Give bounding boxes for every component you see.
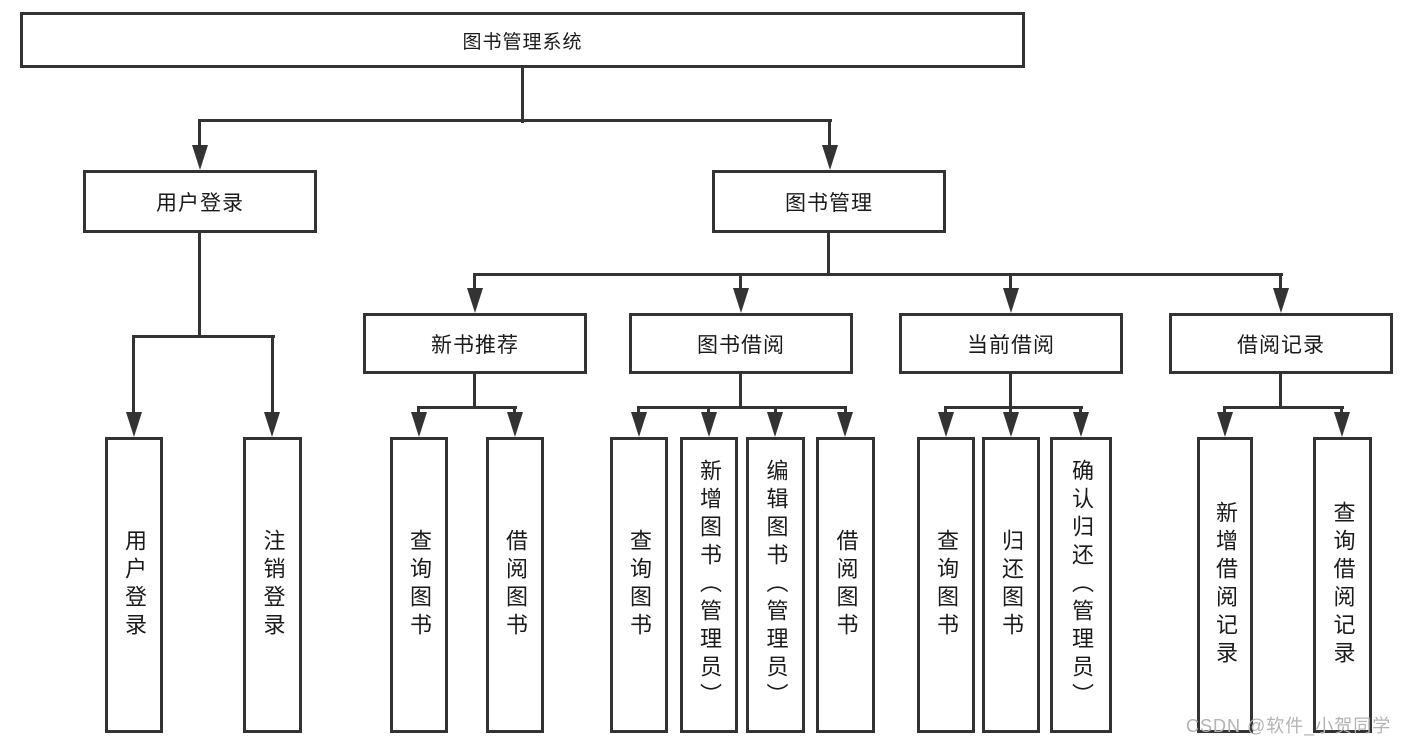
leaf-add-borrow-record: 新增借阅记录 bbox=[1197, 437, 1253, 733]
node-library-management-system: 图书管理系统 bbox=[20, 12, 1025, 68]
connector-line bbox=[132, 335, 135, 414]
leaf-borrow-books: 借阅图书 bbox=[486, 437, 544, 733]
connector-line bbox=[521, 68, 524, 123]
node-label: 借阅图书 bbox=[833, 529, 859, 641]
node-book-management: 图书管理 bbox=[712, 170, 946, 233]
connector-line bbox=[513, 406, 516, 414]
arrow-down-icon bbox=[467, 288, 483, 313]
node-label: 归还图书 bbox=[999, 529, 1024, 641]
arrow-down-icon bbox=[631, 412, 647, 437]
connector-line bbox=[417, 406, 517, 409]
arrow-down-icon bbox=[701, 412, 717, 437]
node-borrowing-records: 借阅记录 bbox=[1169, 313, 1393, 374]
connector-line bbox=[1223, 406, 1226, 414]
node-book-borrowing: 图书借阅 bbox=[629, 313, 853, 374]
leaf-confirm-return-admin: 确认归还（管理员） bbox=[1050, 437, 1112, 733]
connector-line bbox=[844, 406, 847, 414]
leaf-user-login: 用户登录 bbox=[105, 437, 163, 733]
node-label: 查询图书 bbox=[934, 529, 959, 641]
connector-line bbox=[473, 273, 1283, 276]
node-label: 图书借阅 bbox=[697, 333, 785, 357]
arrow-down-icon bbox=[1273, 288, 1289, 313]
node-label: 确认归还（管理员） bbox=[1069, 459, 1094, 711]
leaf-query-borrow-record: 查询借阅记录 bbox=[1313, 437, 1372, 733]
arrow-down-icon bbox=[1334, 412, 1350, 437]
connector-line bbox=[132, 335, 275, 338]
node-current-borrowing: 当前借阅 bbox=[899, 313, 1123, 374]
leaf-query-books: 查询图书 bbox=[917, 437, 975, 733]
arrow-down-icon bbox=[264, 412, 280, 437]
connector-line bbox=[828, 119, 831, 147]
connector-line bbox=[1079, 406, 1082, 414]
connector-line bbox=[1009, 374, 1012, 408]
leaf-query-books: 查询图书 bbox=[610, 437, 668, 733]
connector-line bbox=[198, 119, 201, 147]
connector-line bbox=[271, 335, 274, 414]
connector-line bbox=[198, 119, 832, 122]
node-label: 编辑图书（管理员） bbox=[763, 459, 789, 711]
arrow-down-icon bbox=[938, 412, 954, 437]
node-new-book-recommendation: 新书推荐 bbox=[363, 313, 587, 374]
connector-line bbox=[707, 406, 710, 414]
connector-line bbox=[637, 406, 847, 409]
node-label: 图书管理 bbox=[785, 191, 873, 215]
node-label: 查询图书 bbox=[407, 529, 432, 641]
leaf-borrow-books: 借阅图书 bbox=[816, 437, 875, 733]
connector-line bbox=[944, 406, 947, 414]
connector-line bbox=[739, 273, 742, 290]
connector-line bbox=[1279, 273, 1282, 290]
leaf-edit-books-admin: 编辑图书（管理员） bbox=[746, 437, 805, 733]
arrow-down-icon bbox=[507, 412, 523, 437]
arrow-down-icon bbox=[411, 412, 427, 437]
node-label: 新增图书（管理员） bbox=[697, 459, 722, 711]
connector-line bbox=[1009, 406, 1012, 414]
node-label: 新增借阅记录 bbox=[1213, 501, 1238, 669]
node-label: 用户登录 bbox=[156, 191, 244, 215]
leaf-add-books-admin: 新增图书（管理员） bbox=[680, 437, 738, 733]
connector-line bbox=[417, 406, 420, 414]
connector-line bbox=[473, 374, 476, 408]
arrow-down-icon bbox=[126, 412, 142, 437]
connector-line bbox=[944, 406, 1083, 409]
arrow-down-icon bbox=[822, 145, 838, 170]
arrow-down-icon bbox=[1003, 288, 1019, 313]
connector-line bbox=[637, 406, 640, 414]
arrow-down-icon bbox=[767, 412, 783, 437]
connector-line bbox=[198, 233, 201, 337]
node-label: 借阅记录 bbox=[1237, 333, 1325, 357]
connector-line bbox=[1009, 273, 1012, 290]
arrow-down-icon bbox=[1217, 412, 1233, 437]
node-label: 当前借阅 bbox=[967, 333, 1055, 357]
arrow-down-icon bbox=[733, 288, 749, 313]
node-label: 查询借阅记录 bbox=[1330, 501, 1356, 669]
node-label: 新书推荐 bbox=[431, 333, 519, 357]
node-label: 借阅图书 bbox=[503, 529, 528, 641]
leaf-query-books: 查询图书 bbox=[390, 437, 448, 733]
node-label: 图书管理系统 bbox=[462, 31, 583, 53]
connector-line bbox=[1279, 374, 1282, 408]
arrow-down-icon bbox=[1073, 412, 1089, 437]
node-label: 用户登录 bbox=[122, 529, 147, 641]
csdn-watermark: CSDN @软件_小贺同学 bbox=[1186, 716, 1392, 736]
connector-line bbox=[1223, 406, 1344, 409]
node-label: 查询图书 bbox=[627, 529, 652, 641]
connector-line bbox=[774, 406, 777, 414]
node-user-login: 用户登录 bbox=[83, 170, 317, 233]
arrow-down-icon bbox=[192, 145, 208, 170]
node-label: 注销登录 bbox=[260, 529, 286, 641]
leaf-return-books: 归还图书 bbox=[982, 437, 1040, 733]
connector-line bbox=[739, 374, 742, 408]
leaf-logout: 注销登录 bbox=[243, 437, 302, 733]
connector-line bbox=[827, 233, 830, 276]
connector-line bbox=[473, 273, 476, 290]
arrow-down-icon bbox=[837, 412, 853, 437]
arrow-down-icon bbox=[1003, 412, 1019, 437]
connector-line bbox=[1340, 406, 1343, 414]
